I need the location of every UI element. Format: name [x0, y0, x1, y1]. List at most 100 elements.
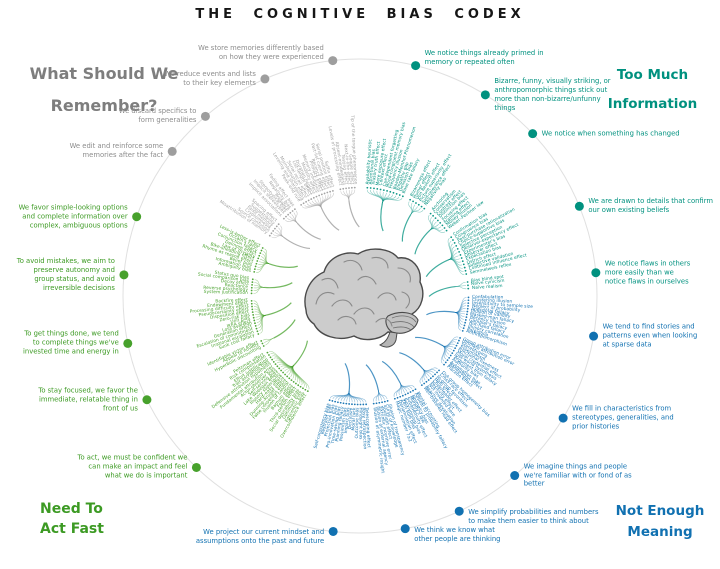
cluster-trunk	[283, 236, 311, 250]
bias-dot	[434, 373, 436, 376]
bias-dot	[454, 347, 457, 350]
category-dot	[510, 471, 520, 481]
bias-dot	[456, 247, 459, 250]
bias-dot	[250, 302, 253, 305]
bias-dot	[277, 223, 280, 226]
bias-dot	[339, 188, 342, 191]
bias-dot	[280, 369, 283, 372]
branch-line	[254, 279, 265, 288]
bias-dot	[449, 354, 452, 357]
bias-dot	[463, 266, 466, 269]
bias-dot	[332, 190, 334, 192]
bias-dot	[255, 262, 258, 265]
category-dot	[167, 146, 177, 156]
category-dot	[480, 90, 490, 100]
bias-dot	[274, 227, 276, 230]
bias-dot	[386, 400, 389, 402]
category-dot	[200, 111, 210, 121]
bias-dot	[464, 321, 467, 324]
branch-line	[410, 210, 424, 215]
bias-dot	[429, 212, 432, 215]
cluster-trunk	[264, 282, 293, 289]
bias-dot	[326, 191, 329, 194]
cluster-trunk	[380, 202, 384, 232]
bias-dot	[288, 377, 291, 380]
bias-dot	[310, 198, 313, 200]
cluster-trunk	[296, 222, 321, 240]
category-dot	[328, 56, 338, 66]
bias-dot	[409, 391, 412, 393]
category-dot	[589, 331, 599, 341]
bias-dot	[417, 203, 420, 206]
bias-dot	[337, 401, 339, 404]
bias-dot	[271, 358, 274, 361]
branch-line	[429, 228, 446, 233]
bias-dot	[300, 203, 303, 206]
bias-dot	[262, 345, 265, 347]
bias-dot	[307, 199, 310, 202]
bias-dot	[259, 252, 262, 255]
bias-dot	[436, 371, 438, 374]
bias-dot	[302, 202, 305, 205]
bias-dot	[284, 373, 287, 376]
bias-dot	[456, 342, 459, 345]
category-dot	[400, 524, 410, 534]
bias-dot	[467, 305, 469, 307]
branch-line	[441, 345, 445, 364]
bias-dot	[275, 225, 278, 228]
bias-dot	[465, 273, 468, 275]
branch-line	[320, 192, 334, 209]
category-dot	[574, 201, 584, 211]
bias-dot	[461, 260, 464, 263]
bias-dot	[455, 344, 458, 347]
cluster-trunk	[320, 207, 340, 231]
bias-dot	[444, 361, 447, 364]
bias-dot	[268, 354, 270, 356]
category-dot	[119, 270, 129, 280]
bias-dot	[369, 187, 372, 189]
bias-dot	[261, 247, 264, 249]
bias-dot	[448, 356, 451, 359]
quadrant-too-much-information	[366, 61, 601, 297]
bias-dot	[251, 311, 254, 314]
branch-line	[393, 383, 402, 397]
quadrant-heading-need-to-act-fast: Need To Act Fast	[40, 499, 160, 540]
bias-dot	[252, 316, 255, 319]
heading-line: Remember?	[50, 96, 158, 115]
bias-dot	[458, 339, 460, 342]
cluster-trunk	[365, 364, 379, 391]
category-dot	[454, 506, 464, 516]
bias-dot	[323, 192, 326, 195]
bias-dot	[382, 189, 385, 192]
branch-line	[268, 351, 294, 367]
bias-dot	[348, 187, 350, 189]
bias-dot	[345, 187, 347, 190]
bias-dot	[379, 188, 382, 191]
bias-dot	[423, 207, 426, 210]
bias-dot	[425, 380, 428, 383]
bias-dot	[467, 299, 470, 302]
bias-dot	[251, 308, 254, 311]
cluster-trunk	[415, 336, 443, 346]
bias-dot	[466, 307, 469, 310]
bias-dot	[439, 221, 442, 224]
bias-dot	[293, 208, 296, 211]
branch-line	[329, 391, 350, 399]
bias-dot	[282, 217, 285, 220]
branch-line	[455, 286, 467, 290]
bias-dot	[304, 388, 307, 391]
bias-dot	[466, 310, 469, 313]
bias-dot	[438, 369, 440, 372]
bias-dot	[429, 377, 432, 380]
bias-dot	[359, 403, 362, 406]
heading-line: Information	[607, 96, 698, 113]
bias-dot	[432, 375, 434, 378]
branch-line	[292, 365, 310, 390]
bias-dot	[331, 400, 334, 402]
page-title: THE COGNITIVE BIAS CODEX	[195, 7, 525, 22]
bias-dot	[443, 363, 445, 366]
branch-line	[340, 191, 350, 201]
bias-dot	[252, 314, 255, 316]
bias-dot	[315, 195, 318, 198]
